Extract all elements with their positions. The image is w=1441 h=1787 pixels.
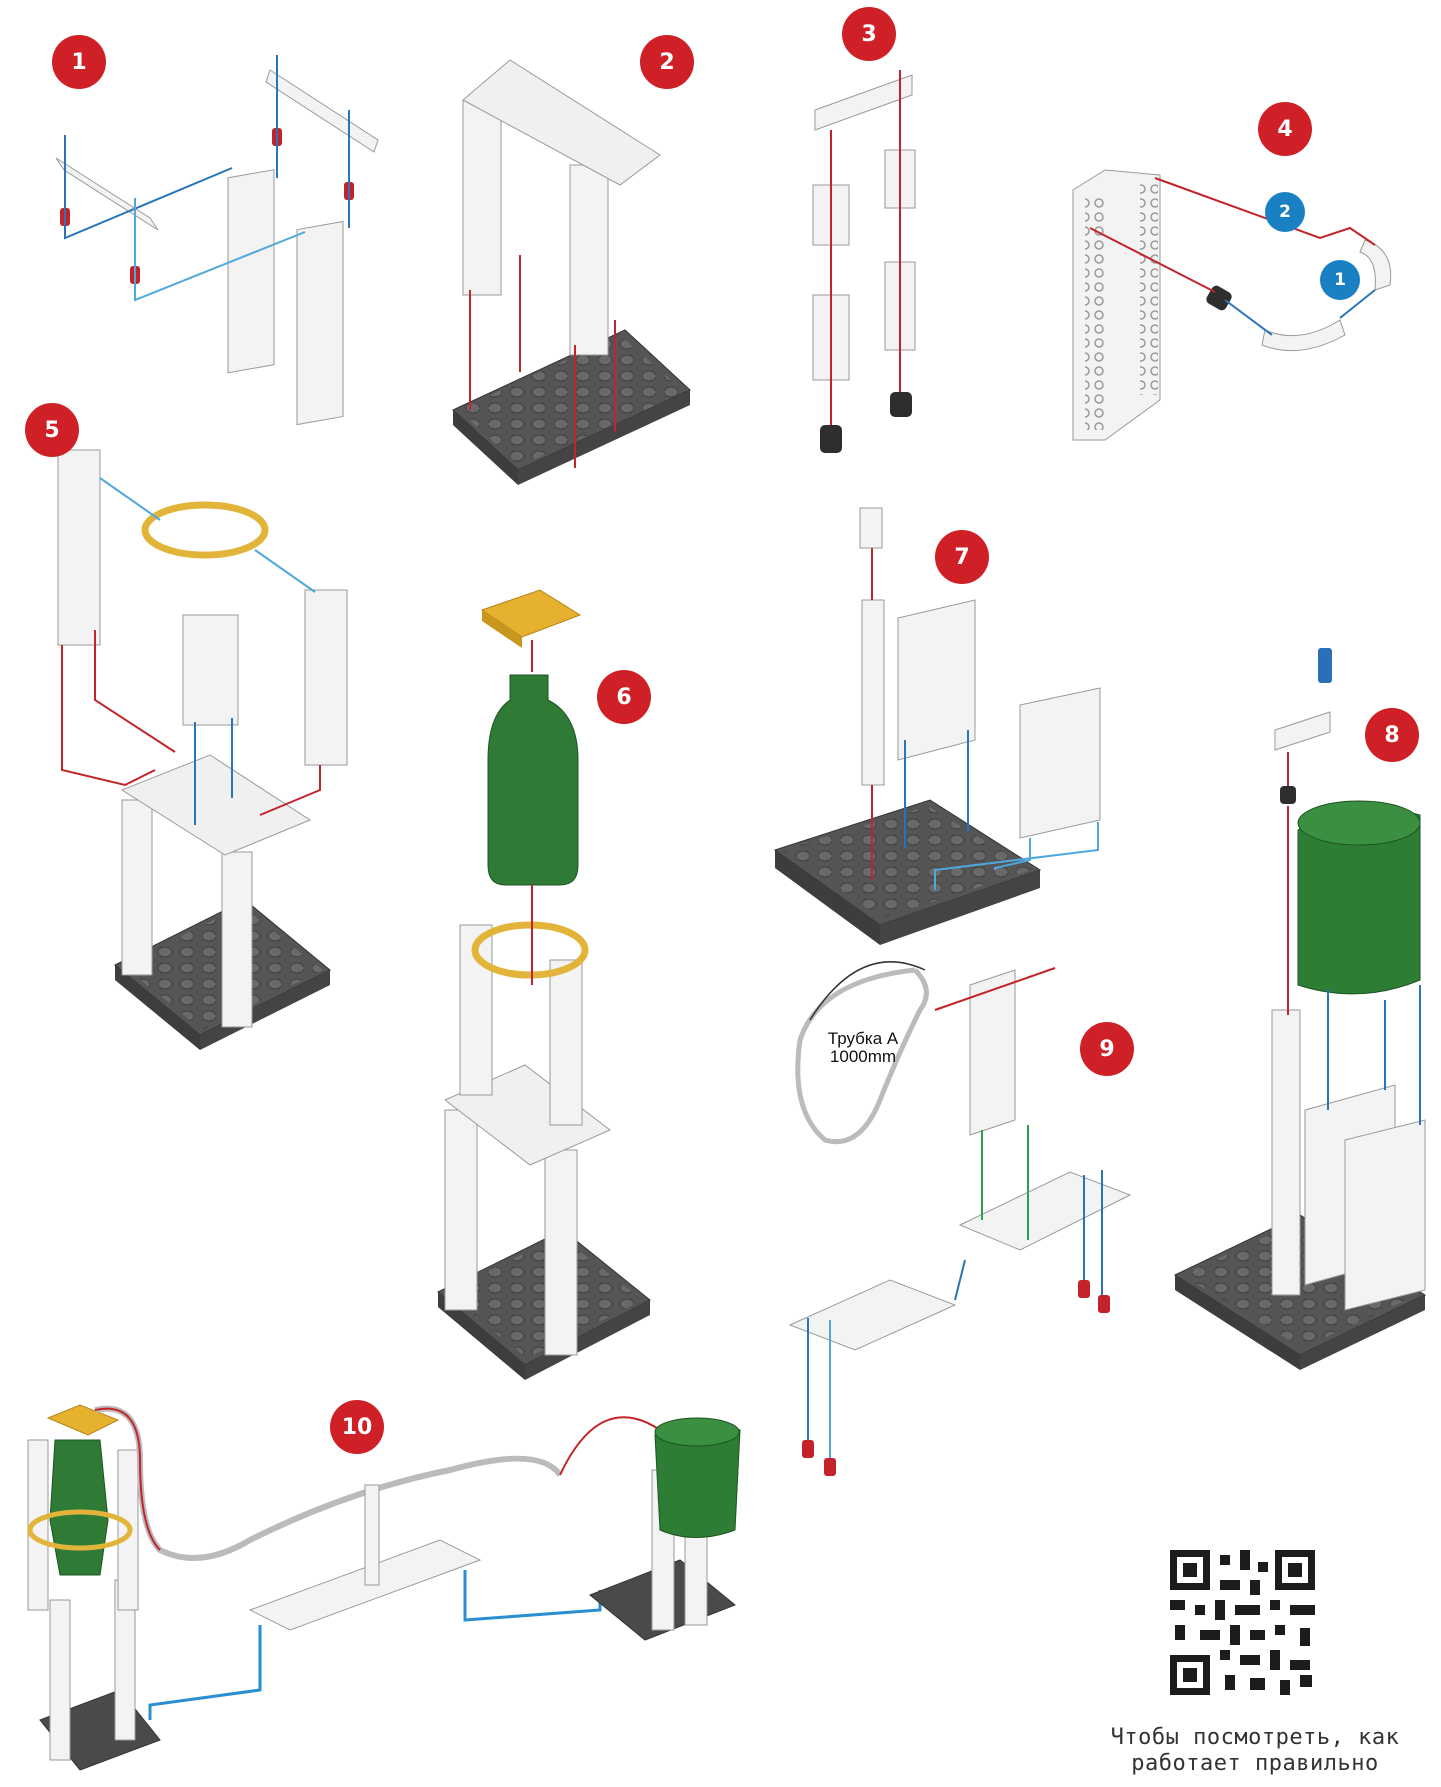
step-2-badge: 2 bbox=[640, 35, 694, 89]
step-5-badge: 5 bbox=[25, 403, 79, 457]
substep-1-badge: 1 bbox=[1320, 260, 1360, 300]
qr-caption: Чтобы посмотреть, как работает правильно bbox=[1090, 1725, 1420, 1777]
step-9-diagram bbox=[788, 961, 1132, 1476]
qr-code-icon bbox=[1170, 1550, 1315, 1695]
step-4-diagram bbox=[1072, 169, 1392, 441]
substep-2-badge: 2 bbox=[1265, 192, 1305, 232]
step-1-badge: 1 bbox=[52, 35, 106, 89]
step-5-diagram bbox=[57, 449, 348, 1050]
step-8-diagram bbox=[1173, 648, 1427, 1370]
step-2-diagram bbox=[452, 59, 691, 485]
tube-name: Трубка А bbox=[827, 1029, 899, 1048]
step-7-badge: 7 bbox=[935, 530, 989, 584]
step-1-diagram bbox=[55, 55, 379, 426]
step-8-badge: 8 bbox=[1365, 708, 1419, 762]
step-4-badge: 4 bbox=[1258, 102, 1312, 156]
step-6-diagram bbox=[437, 589, 651, 1380]
qr-caption-line-2: работает правильно bbox=[1131, 1751, 1379, 1776]
step-3-badge: 3 bbox=[842, 7, 896, 61]
step-9-badge: 9 bbox=[1080, 1022, 1134, 1076]
qr-caption-line-1: Чтобы посмотреть, как bbox=[1110, 1725, 1400, 1750]
tube-label: Трубка А 1000mm bbox=[818, 1030, 908, 1066]
step-6-badge: 6 bbox=[597, 670, 651, 724]
tube-length: 1000mm bbox=[829, 1047, 897, 1066]
step-10-badge: 10 bbox=[330, 1400, 384, 1454]
step-3-diagram bbox=[812, 70, 916, 453]
step-10-diagram bbox=[27, 1404, 741, 1771]
step-7-diagram bbox=[773, 507, 1101, 945]
